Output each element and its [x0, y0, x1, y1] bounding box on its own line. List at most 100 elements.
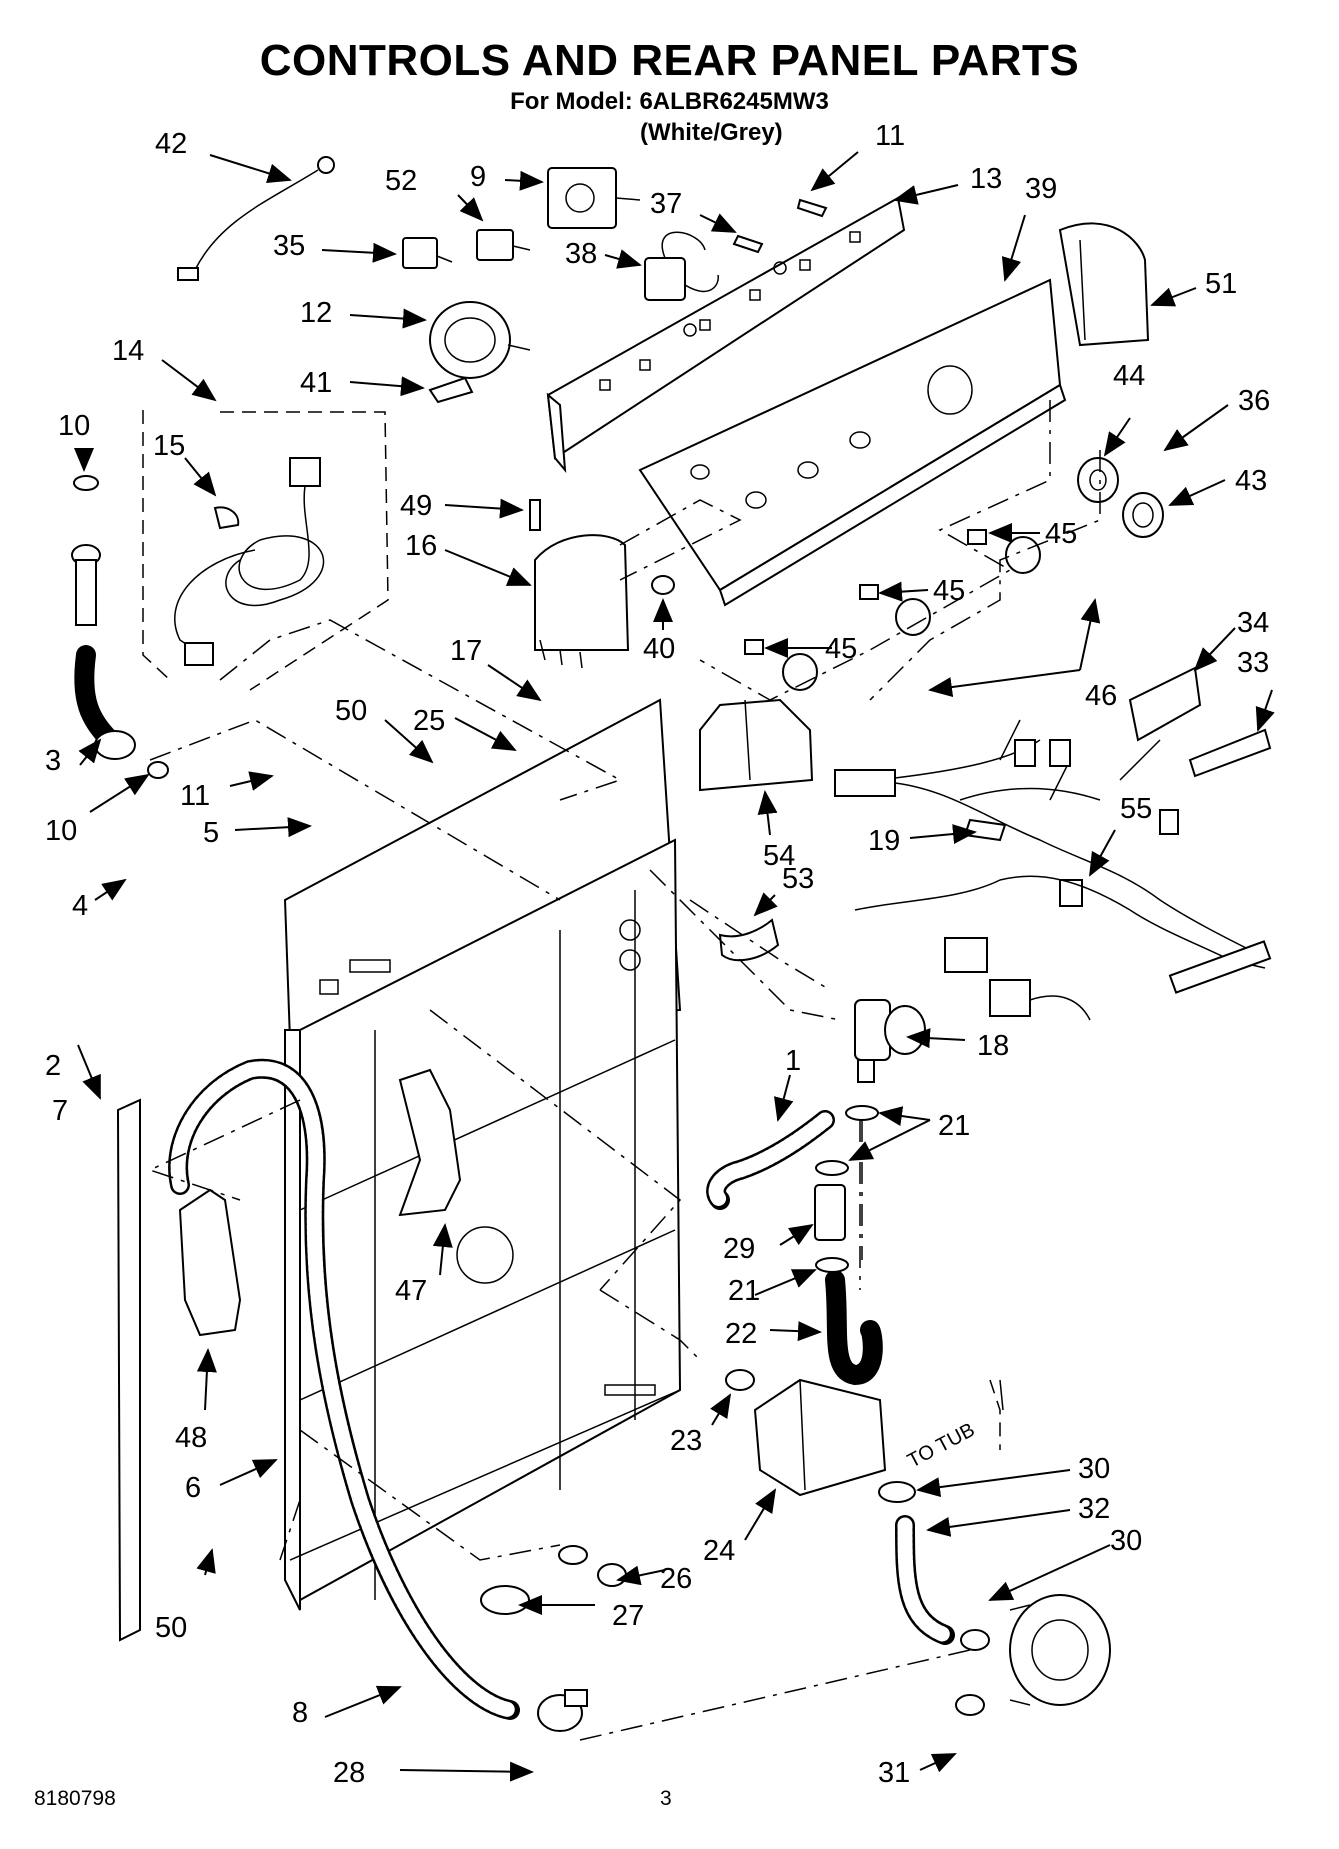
- callout-48: 48: [175, 1422, 207, 1454]
- callout-11-top: 11: [875, 120, 905, 152]
- callout-11-lower: 11: [180, 780, 210, 812]
- callout-2: 2: [45, 1050, 61, 1082]
- end-cap-right: [1058, 222, 1150, 347]
- pump-bracket-24: [753, 1378, 887, 1497]
- rear-panel: [283, 698, 682, 1611]
- bracket-47: [398, 1068, 462, 1217]
- callout-14: 14: [112, 335, 144, 367]
- callout-10-lower: 10: [45, 815, 77, 847]
- bracket-34: [1128, 666, 1202, 742]
- callout-15: 15: [153, 430, 185, 462]
- callout-10-top: 10: [58, 410, 90, 442]
- callout-12: 12: [300, 297, 332, 329]
- callout-29: 29: [723, 1233, 755, 1265]
- callout-46: 46: [1085, 680, 1117, 712]
- callout-51: 51: [1205, 268, 1237, 300]
- page-title: CONTROLS AND REAR PANEL PARTS: [259, 36, 1080, 85]
- callout-21-lower: 21: [728, 1275, 760, 1307]
- callout-37: 37: [650, 188, 682, 220]
- side-trim-7: [116, 1098, 141, 1642]
- power-cord: [142, 410, 389, 691]
- motor-switch-12: [429, 301, 531, 379]
- callout-38: 38: [565, 238, 597, 270]
- callout-50-top: 50: [335, 695, 367, 727]
- timer-9: [547, 167, 641, 229]
- callout-17: 17: [450, 635, 482, 667]
- callout-labels: 42 9 11 52 37 13 39 35 38 51 12 14 41 44…: [45, 120, 1270, 1789]
- callout-54: 54: [763, 840, 795, 872]
- callout-24: 24: [703, 1535, 735, 1567]
- screw-11-top: [796, 198, 828, 218]
- callout-30-top: 30: [1078, 1453, 1110, 1485]
- page-number: 3: [660, 1787, 672, 1810]
- screw-37: [732, 234, 764, 254]
- shield-48: [178, 1188, 242, 1337]
- switch-52: [476, 229, 531, 261]
- document-number: 8180798: [34, 1787, 116, 1810]
- clamp-27: [480, 1585, 530, 1615]
- callout-16: 16: [405, 530, 437, 562]
- callout-42: 42: [155, 128, 187, 160]
- clamps-21: [815, 1105, 879, 1273]
- duct-54: [699, 698, 814, 792]
- control-panel-bracket: [546, 196, 906, 474]
- leader-arrows: [74, 151, 1275, 1782]
- pump-30: [955, 1594, 1111, 1716]
- model-number: For Model: 6ALBR6245MW3: [510, 88, 829, 115]
- callout-5: 5: [203, 817, 219, 849]
- clamp-30-top: [878, 1481, 916, 1503]
- clip-41: [428, 376, 474, 404]
- callout-33: 33: [1237, 647, 1269, 679]
- clip-53: [718, 918, 780, 962]
- callout-45-bottom: 45: [825, 633, 857, 665]
- hose-1: [706, 1110, 835, 1210]
- callout-47: 47: [395, 1275, 427, 1307]
- callout-55: 55: [1120, 793, 1152, 825]
- callout-6: 6: [185, 1472, 201, 1504]
- valve-18: [854, 999, 926, 1083]
- callout-43: 43: [1235, 465, 1267, 497]
- callout-25: 25: [413, 705, 445, 737]
- callout-8: 8: [292, 1697, 308, 1729]
- callout-50-lower: 50: [155, 1612, 187, 1644]
- callout-7: 7: [52, 1095, 68, 1127]
- callout-39: 39: [1025, 173, 1057, 205]
- callout-27: 27: [612, 1600, 644, 1632]
- tub-bracket-line: [999, 1379, 1004, 1411]
- end-cap-left: [534, 534, 630, 669]
- callout-19: 19: [868, 825, 900, 857]
- knob-45-b: [859, 584, 931, 636]
- callout-53: 53: [782, 863, 814, 895]
- callout-45-middle: 45: [933, 575, 965, 607]
- callout-32: 32: [1078, 1493, 1110, 1525]
- callout-52: 52: [385, 165, 417, 197]
- callout-34: 34: [1237, 607, 1269, 639]
- hose-32: [895, 1515, 955, 1645]
- valve-29: [814, 1184, 846, 1241]
- callout-36: 36: [1238, 385, 1270, 417]
- plug-26: [558, 1545, 627, 1587]
- callout-40: 40: [643, 633, 675, 665]
- callout-49: 49: [400, 490, 432, 522]
- callout-31: 31: [878, 1757, 910, 1789]
- inlet-fitting: [71, 475, 169, 779]
- callout-23: 23: [670, 1425, 702, 1457]
- button-40: [651, 575, 675, 595]
- console-panel: [638, 278, 1067, 607]
- hose-22: [825, 1270, 883, 1386]
- wire-harness: [834, 719, 1272, 1021]
- callout-1: 1: [785, 1045, 801, 1077]
- plate-33: [1188, 728, 1272, 778]
- callout-30-lower: 30: [1110, 1525, 1142, 1557]
- callout-35: 35: [273, 230, 305, 262]
- knob-43: [1122, 492, 1164, 538]
- harness-38: [644, 231, 719, 301]
- callout-21-top: 21: [938, 1110, 970, 1142]
- knob-44: [1077, 457, 1119, 503]
- callout-26: 26: [660, 1563, 692, 1595]
- callout-13: 13: [970, 163, 1002, 195]
- knob-45-a: [967, 529, 1041, 574]
- callout-9: 9: [470, 161, 486, 193]
- to-tub-label: TO TUB: [904, 1419, 978, 1473]
